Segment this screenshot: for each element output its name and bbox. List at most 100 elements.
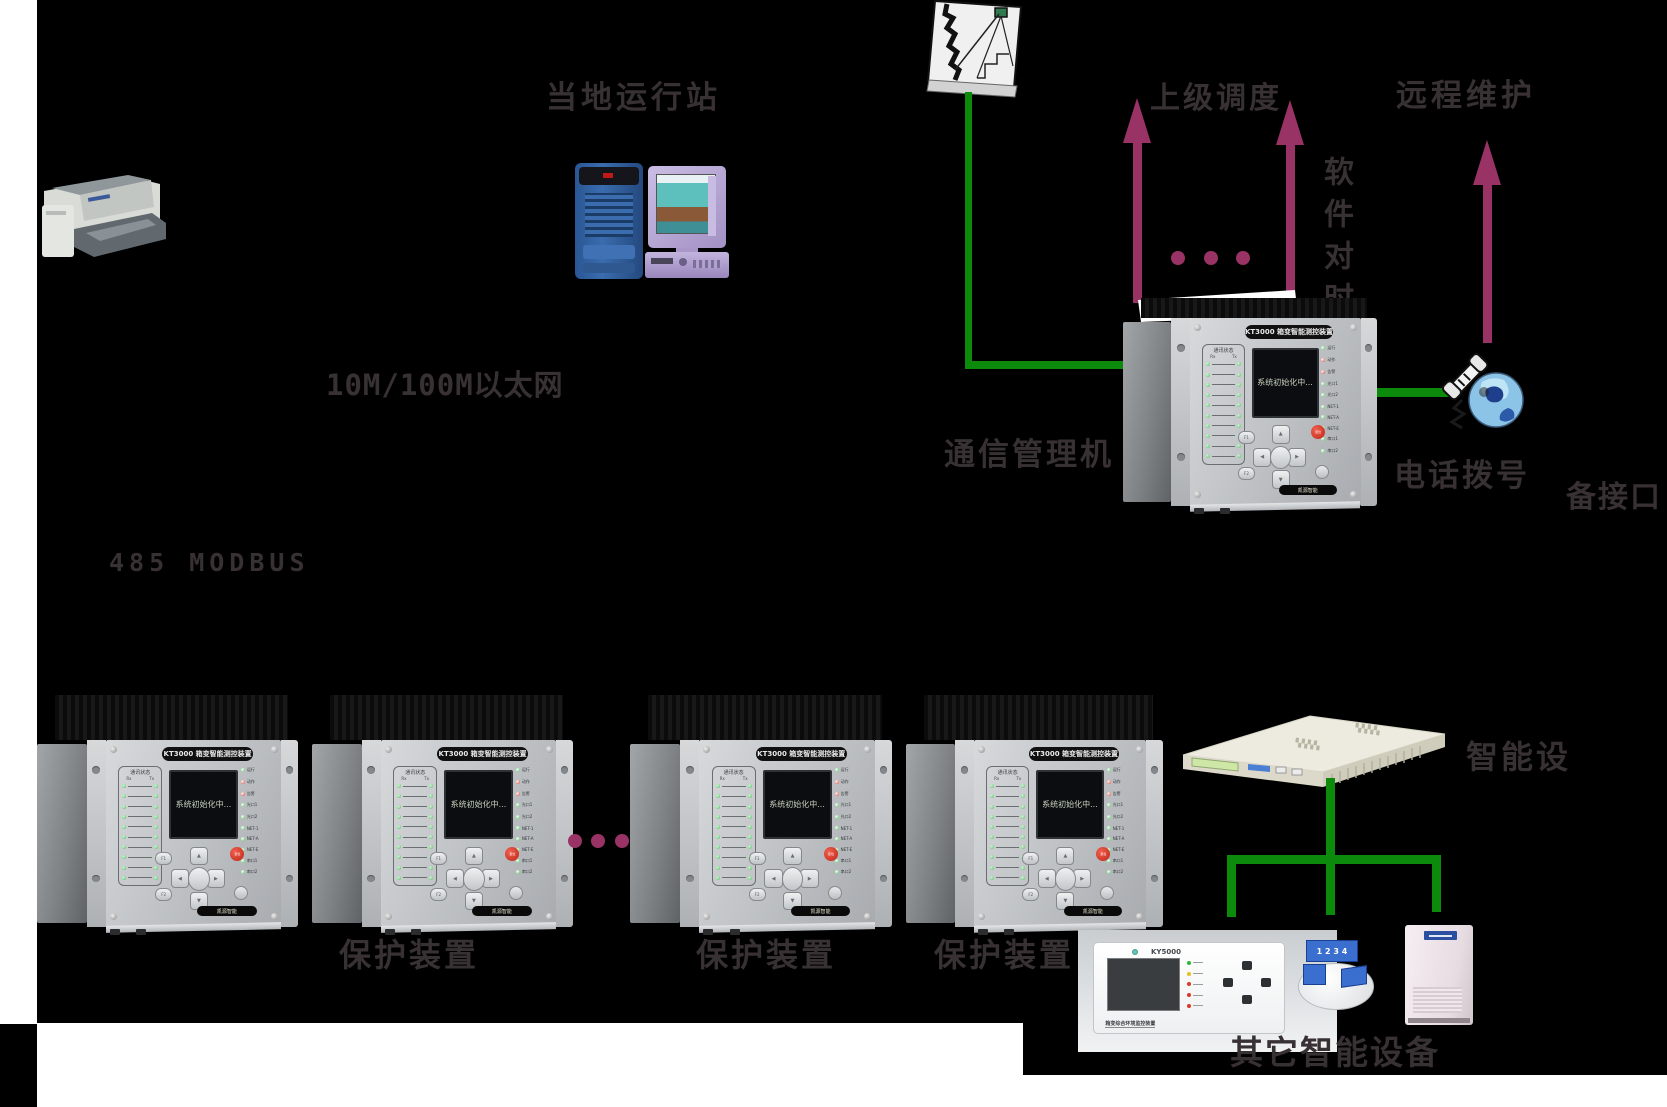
device-title-pill: KT3000 箱变智能测控装置 (1029, 746, 1119, 761)
comm-led-row (1206, 362, 1241, 367)
smart-rack-device: ▚▚▚▚ ▚▚▚▚ (1182, 715, 1446, 787)
comm-status-title: 通讯状态 (723, 770, 744, 777)
aux-button (827, 885, 842, 900)
comm-led-row (990, 824, 1026, 829)
screw (109, 912, 117, 920)
status-led-row: 光口2 (240, 814, 274, 820)
ky-led-row (1187, 971, 1204, 976)
comm-status-title: 通讯状态 (997, 770, 1018, 777)
f2-button: F2 (1022, 887, 1040, 901)
status-led-label: 串口2 (246, 869, 258, 875)
nav-enter-button (1054, 866, 1077, 891)
screw-slot (367, 874, 376, 883)
nav-enter-button (781, 866, 804, 891)
status-led-row: 串口2 (1321, 448, 1353, 454)
tx-led-icon (154, 845, 159, 850)
comm-led-row (715, 794, 752, 799)
status-led-label: 运行 (246, 767, 255, 773)
nav-up-button: ▲ (783, 846, 802, 866)
dispatch-arrow-1 (1123, 98, 1151, 303)
screw-slot (561, 766, 568, 774)
status-led-row: 光口1 (834, 802, 868, 808)
rx-led-icon (715, 824, 720, 829)
tx-led-icon (154, 794, 159, 799)
screw (270, 912, 278, 920)
comm-led-row (715, 835, 752, 840)
status-led-row: 告警 (240, 791, 274, 797)
device-foot (411, 929, 422, 935)
rx-label: Rx (126, 776, 132, 782)
screw-slot (1176, 453, 1185, 461)
tx-led-icon (429, 875, 434, 880)
status-led-label: 光口1 (246, 802, 258, 808)
branch-right (1432, 855, 1441, 912)
status-led-row: 告警 (834, 791, 868, 797)
temperature-sensor: 1 2 3 4 (1295, 940, 1375, 1012)
rx-led-icon (990, 784, 995, 789)
rx-led-icon (1206, 444, 1211, 449)
phone-dial-label: 电话拨号 (1394, 458, 1530, 494)
status-led-label: NET-A (521, 836, 534, 842)
link-dash (128, 877, 153, 879)
status-led-icon (834, 858, 839, 863)
arrow-shaft (1132, 143, 1142, 303)
device-title-pill: KT3000 箱变智能测控装置 (437, 746, 529, 761)
tx-led-icon (747, 875, 752, 880)
comm-status-title: 通讯状态 (405, 770, 426, 777)
other-smart-devices-label: 其它智能设备 (1230, 1033, 1440, 1072)
device-foot (977, 929, 988, 935)
ky-button-down (1242, 995, 1253, 1005)
screw (864, 745, 872, 753)
comm-led-row (397, 824, 434, 829)
status-led-row: 串口1 (240, 858, 274, 864)
f2-button: F2 (1237, 466, 1255, 480)
mount-ear-right (281, 740, 298, 927)
device-foot (703, 929, 714, 935)
status-led-icon (1321, 346, 1326, 351)
tx-led-icon (747, 835, 752, 840)
status-led-row: 告警 (1106, 791, 1140, 797)
comm-led-row (1206, 372, 1241, 377)
status-led-label: 光口2 (521, 813, 533, 819)
tx-led-icon (154, 824, 159, 829)
status-led-label: NET-E (1327, 425, 1339, 431)
status-led-icon (1321, 404, 1326, 409)
comm-led-row (1206, 423, 1241, 428)
rx-led-icon (715, 865, 720, 870)
link-dash (1212, 435, 1235, 437)
link-dash (128, 816, 153, 818)
status-led-icon (834, 836, 839, 841)
link-dash (721, 806, 746, 808)
screw (1135, 745, 1143, 753)
status-led-label: 光口1 (1327, 380, 1338, 386)
status-led-icon (240, 768, 245, 773)
comm-led-row (715, 865, 752, 870)
link-dash (403, 826, 428, 828)
remote-maintenance-label: 远程维护 (1396, 78, 1536, 114)
tx-led-icon (1021, 835, 1026, 840)
status-led-row: 动作 (515, 779, 549, 785)
screw (545, 912, 553, 920)
ky-logo-icon (1132, 949, 1138, 956)
rx-led-icon (122, 814, 127, 819)
status-led-row: 串口2 (515, 869, 549, 875)
status-led-icon (1106, 791, 1111, 796)
tx-led-icon (429, 835, 434, 840)
arrow-shaft (1482, 185, 1492, 343)
tx-led-icon (429, 814, 434, 819)
ky-led-label-mark (1193, 973, 1204, 975)
status-led-row: NET-A (1321, 415, 1353, 420)
nav-enter-button (1270, 445, 1292, 470)
rx-led-icon (122, 804, 127, 809)
device-foot (1219, 508, 1230, 514)
status-led-icon (1106, 858, 1111, 863)
comm-led-row (990, 804, 1026, 809)
